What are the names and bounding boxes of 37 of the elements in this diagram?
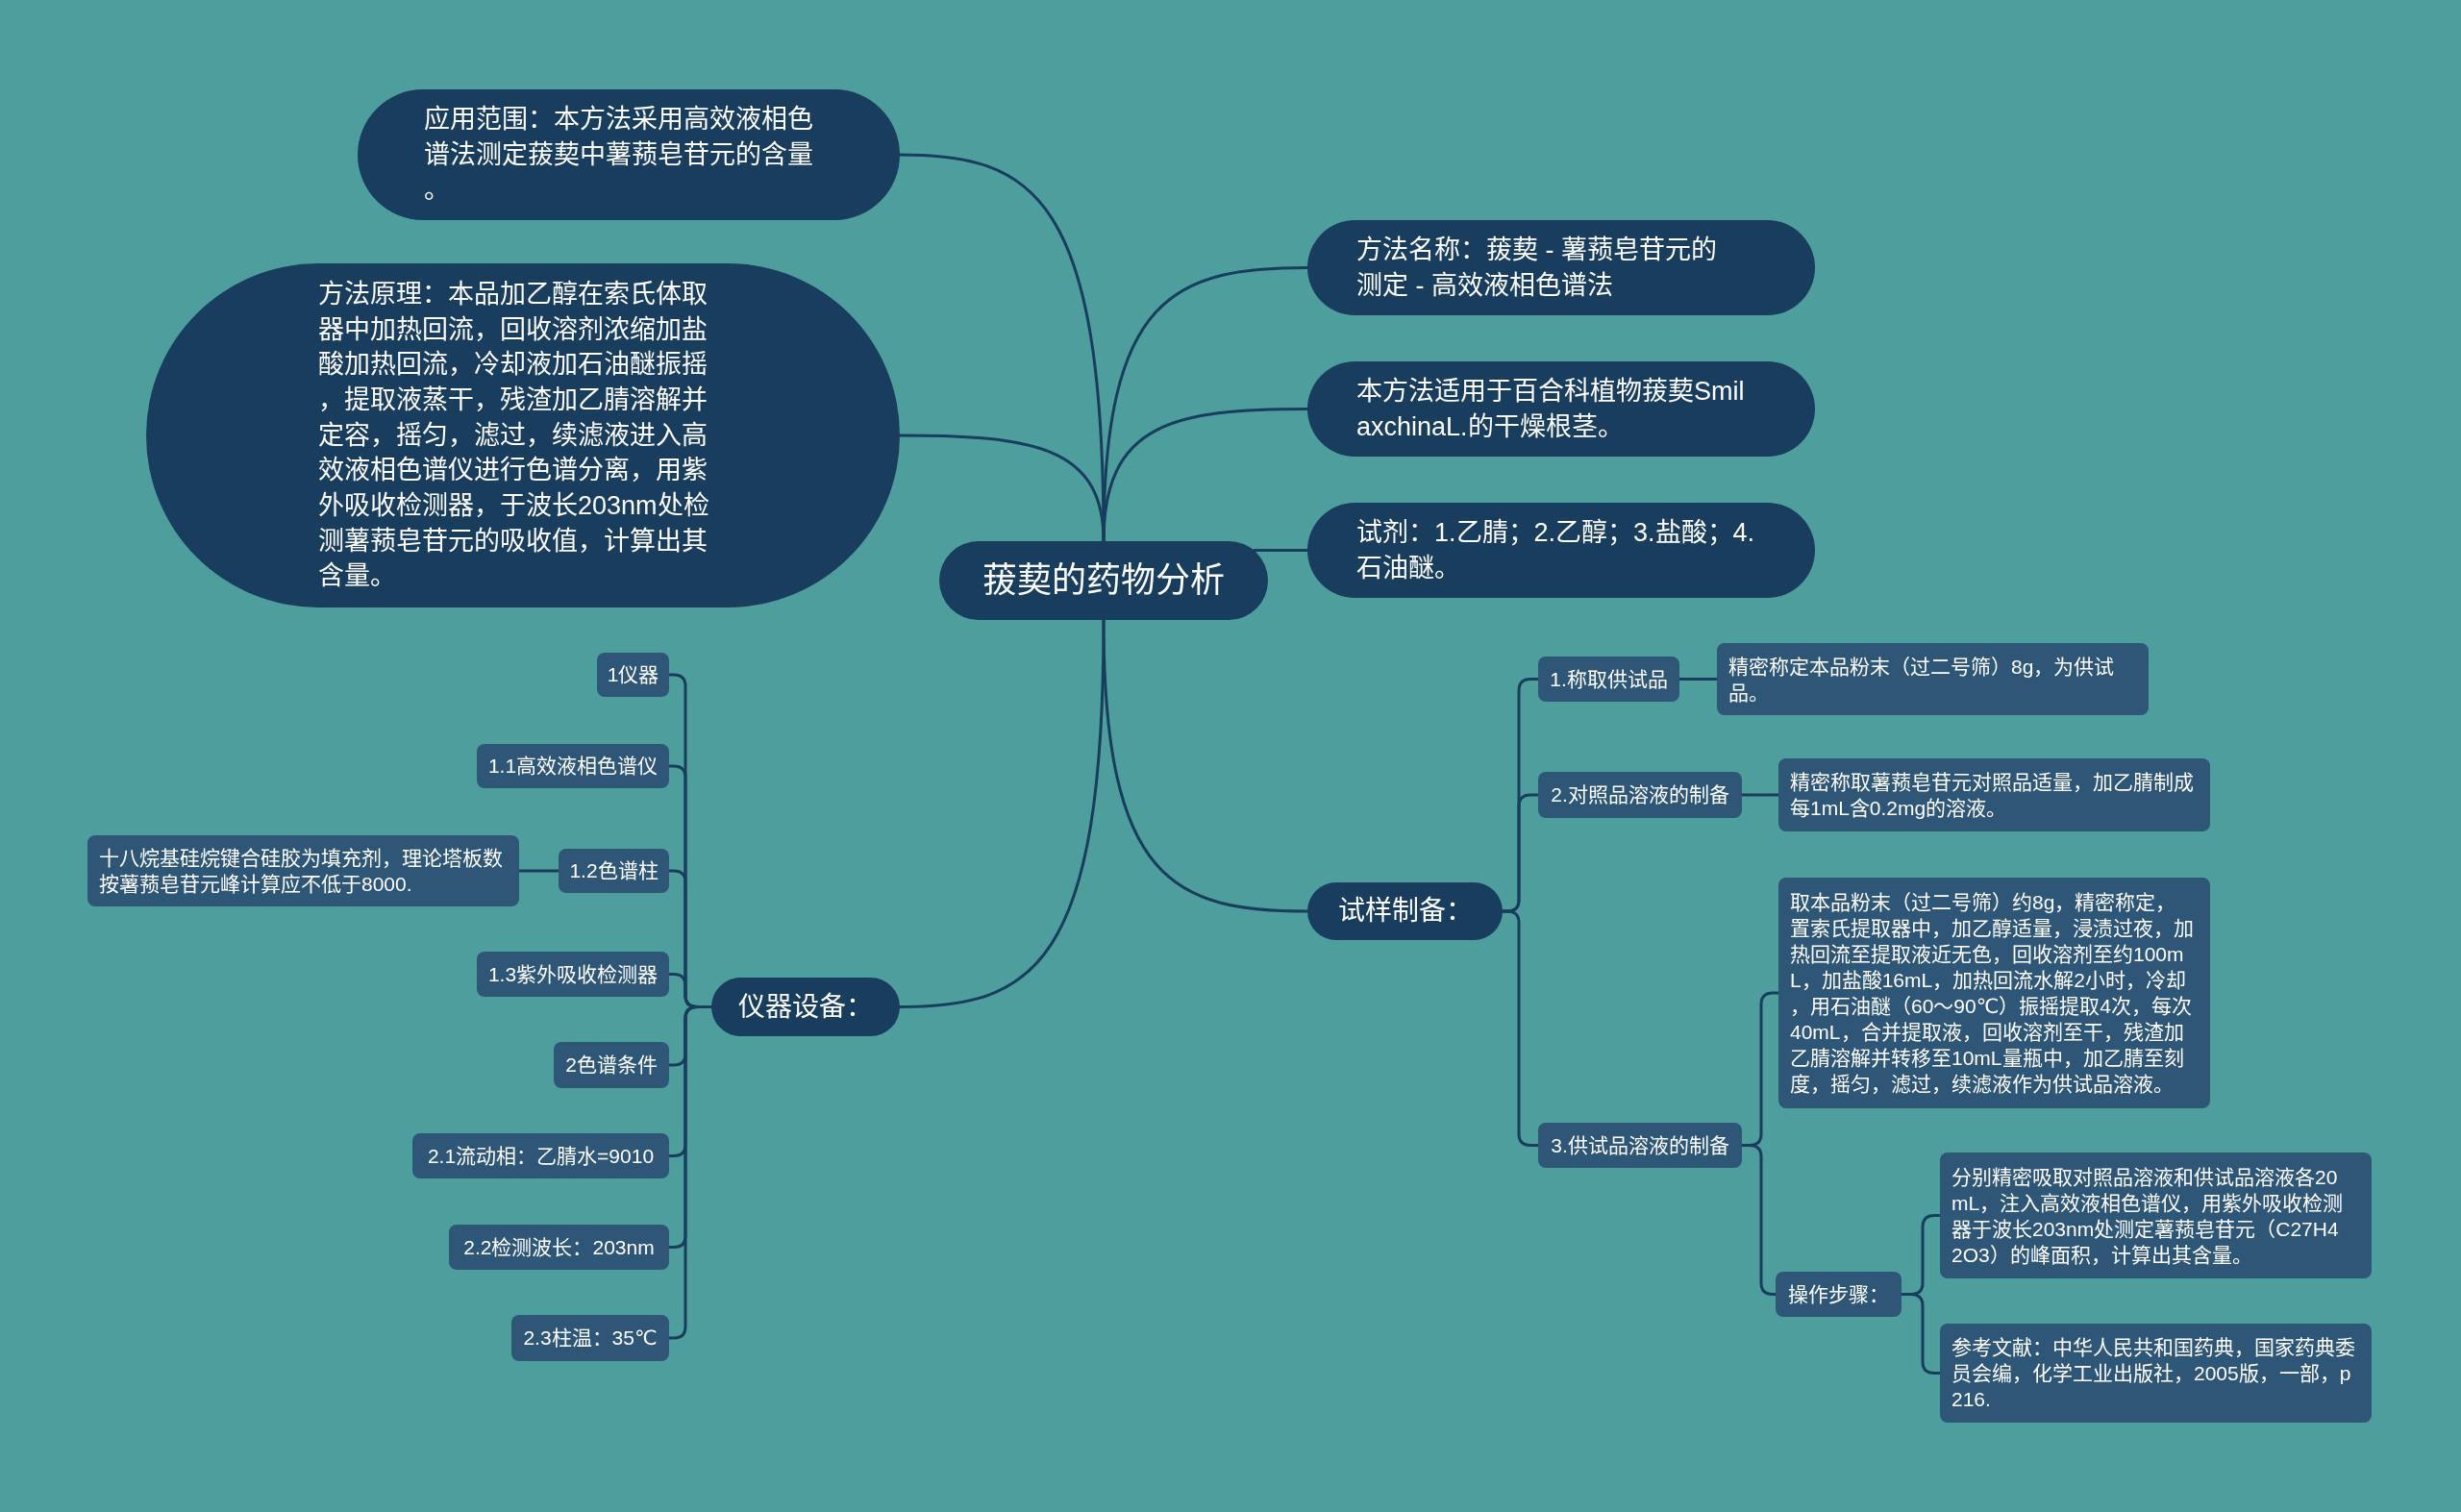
note-box: 十八烷基硅烷键合硅胶为填充剂，理论塔板数按薯蓣皂苷元峰计算应不低于8000.	[87, 835, 519, 906]
topic-pill: 仪器设备：	[711, 978, 900, 1036]
central-topic: 菝葜的药物分析	[939, 541, 1268, 620]
subtopic-box: 1.1高效液相色谱仪	[477, 744, 669, 788]
topic-pill: 试样制备：	[1307, 882, 1503, 940]
subtopic-box: 3.供试品溶液的制备	[1538, 1123, 1742, 1168]
branch-line	[1102, 618, 1309, 913]
subtopic-box: 2.3柱温：35℃	[511, 1315, 669, 1361]
topic-pill: 应用范围：本方法采用高效液相色谱法测定菝葜中薯蓣皂苷元的含量。	[358, 89, 900, 220]
branch-line	[517, 869, 560, 873]
topic-pill: 方法名称：菝葜 - 薯蓣皂苷元的测定 - 高效液相色谱法	[1307, 220, 1815, 315]
note-box: 精密称定本品粉末（过二号筛）8g，为供试品。	[1717, 643, 2149, 715]
subtopic-box: 1.称取供试品	[1538, 657, 1679, 702]
note-box: 精密称取薯蓣皂苷元对照品适量，加乙腈制成每1mL含0.2mg的溶液。	[1778, 758, 2210, 831]
subtopic-box: 操作步骤：	[1776, 1272, 1902, 1317]
note-box: 分别精密吸取对照品溶液和供试品溶液各20mL，注入高效液相色谱仪，用紫外吸收检测器于波长203nm处测定薯蓣皂苷元（C27H42O3）的峰面积，计算出其含量。	[1940, 1153, 2372, 1278]
subtopic-box: 1.3紫外吸收检测器	[477, 952, 669, 997]
note-box: 参考文献：中华人民共和国药典，国家药典委员会编，化学工业出版社，2005版，一部，p216.	[1940, 1324, 2372, 1423]
subtopic-box: 2.1流动相：乙腈水=9010	[412, 1133, 669, 1178]
topic-pill: 试剂：1.乙腈；2.乙醇；3.盐酸；4.石油醚。	[1307, 503, 1815, 598]
subtopic-box: 2.2检测波长：203nm	[449, 1225, 669, 1270]
branch-line	[898, 618, 1106, 1008]
branch-line	[1740, 1144, 1777, 1296]
subtopic-box: 1仪器	[597, 653, 669, 697]
topic-pill: 方法原理：本品加乙醇在索氏体取器中加热回流，回收溶剂浓缩加盐酸加热回流，冷却液加石油醚振摇，提取液蒸干，残渣加乙腈溶解并定容，摇匀，滤过，续滤液进入高效液相色谱仪进行色谱分离，用紫外吸收检测器，于波长203nm处检测薯蓣皂苷元的吸收值，计算出其含量。	[146, 263, 900, 607]
subtopic-box: 2.对照品溶液的制备	[1538, 772, 1742, 818]
note-box: 取本品粉末（过二号筛）约8g，精密称定，置索氏提取器中，加乙醇适量，浸渍过夜，加热回流至提取液近无色，回收溶剂至约100mL，加盐酸16mL，加热回流水解2小时，冷却，用石油醚（60～90℃）振摇提取4次，每次40mL，合并提取液，回收溶剂至干，残渣加乙腈溶解并转移至10mL量瓶中，加乙腈至刻度，摇匀，滤过，续滤液作为供试品溶液。	[1778, 878, 2210, 1108]
topic-pill: 本方法适用于百合科植物菝葜SmilaxchinaL.的干燥根茎。	[1307, 361, 1815, 457]
subtopic-box: 1.2色谱柱	[559, 849, 669, 893]
branch-line	[1252, 549, 1309, 552]
branch-line	[1900, 1293, 1942, 1375]
subtopic-box: 2色谱条件	[554, 1042, 669, 1088]
branch-line	[1102, 266, 1309, 543]
branch-line	[1102, 408, 1309, 543]
branch-line	[1501, 909, 1540, 1147]
branch-line	[1740, 793, 1780, 797]
branch-line	[1678, 678, 1719, 681]
